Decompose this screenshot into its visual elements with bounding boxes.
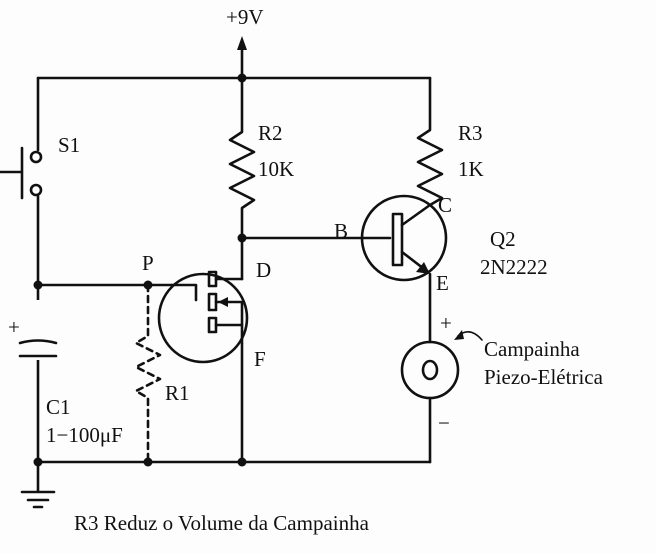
r1-label: R1 (165, 381, 190, 405)
r3-value: 1K (458, 157, 484, 181)
resistor-r2 (228, 76, 256, 240)
r3-label: R3 (458, 121, 483, 145)
piezo-buzzer (400, 340, 460, 400)
transistor-q2 (360, 194, 448, 282)
pushbutton-s1 (0, 76, 43, 464)
buzzer-minus: − (438, 411, 450, 435)
q2-label: Q2 (490, 227, 516, 251)
c1-value: 1−100μF (46, 423, 123, 447)
pin-f-label: F (254, 347, 266, 371)
c1-polarity: + (8, 315, 20, 339)
c1-label: C1 (46, 395, 71, 419)
mosfet-q1 (157, 270, 249, 364)
resistor-r3 (416, 76, 444, 207)
caption: R3 Reduz o Volume da Campainha (74, 511, 370, 535)
pin-p-label: P (142, 251, 154, 275)
ground-icon (20, 460, 56, 509)
q2-part: 2N2222 (480, 255, 548, 279)
pin-d-label: D (256, 258, 271, 282)
buzzer-plus: + (440, 311, 452, 335)
resistor-r1 (134, 283, 162, 464)
capacitor-c1 (18, 300, 58, 360)
supply-label: +9V (226, 5, 264, 29)
r2-label: R2 (258, 121, 283, 145)
s1-label: S1 (58, 133, 80, 157)
supply-arrow (237, 36, 247, 80)
r2-value: 10K (258, 157, 294, 181)
buzzer-label-2: Piezo-Elétrica (484, 365, 604, 389)
pin-b-label: B (334, 219, 348, 243)
buzzer-label-1: Campainha (484, 337, 580, 361)
pin-e-label: E (436, 271, 449, 295)
